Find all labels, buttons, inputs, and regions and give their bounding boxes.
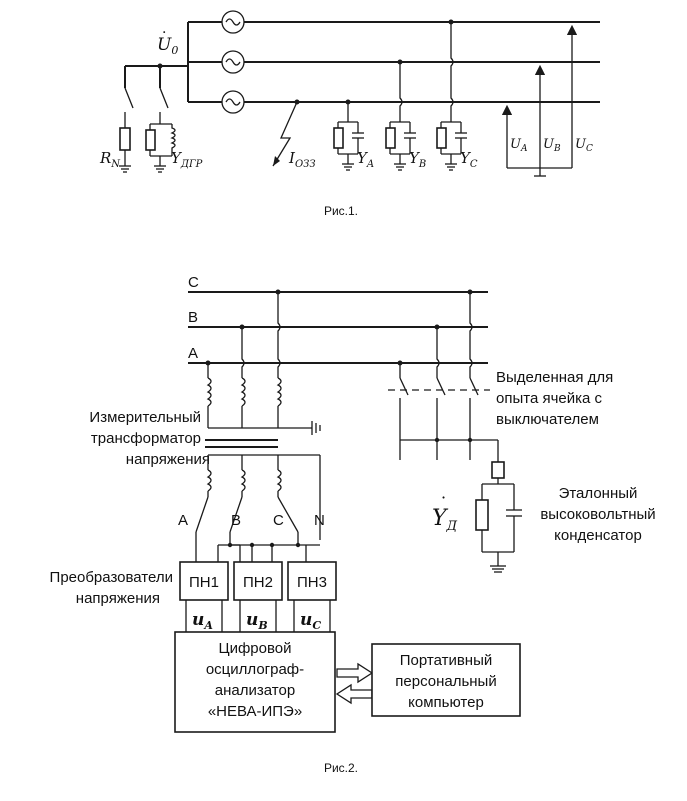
converter-pn1 [179, 561, 229, 601]
svg-text:напряжения: напряжения [76, 590, 160, 607]
phase-voltage-arrows [501, 24, 578, 177]
rn-branch [119, 66, 134, 173]
svg-text:Эталонный: Эталонный [559, 485, 638, 502]
rn-label: RN [99, 149, 121, 170]
ya-label: YA [357, 149, 374, 170]
arc-suppression-coil [170, 124, 176, 156]
svg-text:Преобразователи: Преобразователи [50, 569, 173, 586]
figure-2-caption: Рис.2. [324, 761, 358, 775]
figure-2-measurement-setup: C B A Измерительный тр [50, 274, 656, 775]
svg-text:ПН2: ПН2 [243, 574, 273, 591]
busbars [188, 291, 488, 364]
ua-label: UA [510, 137, 528, 154]
figure-1-caption: Рис.1. [324, 204, 358, 218]
converter-pn3 [287, 561, 337, 601]
phase-admittances [333, 19, 467, 171]
u-c-label: uC [300, 610, 321, 632]
svg-text:Выделенная для: Выделенная для [496, 369, 613, 386]
oscillograph-box [174, 631, 336, 733]
svg-text:компьютер: компьютер [408, 694, 484, 711]
figure-1-network-diagram: U0 · RN [99, 10, 600, 218]
uc-label: UC [575, 137, 593, 154]
pc-label: Портативный персональный компьютер [395, 652, 496, 711]
svg-text:трансформатор: трансформатор [91, 430, 201, 447]
vt-secondary [195, 454, 321, 562]
svg-text:Цифровой: Цифровой [218, 640, 291, 657]
converters-label: Преобразователи напряжения [50, 569, 173, 607]
svg-text:напряжения: напряжения [126, 451, 210, 468]
u0-label: U0 [157, 35, 178, 57]
u-a-label: uA [192, 610, 213, 632]
svg-text:Измерительный: Измерительный [89, 409, 201, 426]
converter-pn2 [233, 561, 283, 601]
voltage-converters: ПН1 ПН2 ПН3 [179, 561, 337, 632]
data-link-arrows [335, 662, 374, 705]
iozz-label: IОЗЗ [288, 149, 316, 170]
svg-text:·: · [441, 488, 446, 507]
svg-text:Портативный: Портативный [400, 652, 493, 669]
svg-text:«НЕВА-ИПЭ»: «НЕВА-ИПЭ» [208, 703, 302, 720]
u-b-label: uB [246, 610, 268, 632]
svg-text:персональный: персональный [395, 673, 496, 690]
yb-label: YB [409, 149, 426, 170]
capacitor-resistor [475, 499, 489, 531]
yd-label: YД [432, 506, 458, 534]
svg-text:конденсатор: конденсатор [554, 527, 642, 544]
bus-c-label: C [188, 274, 199, 291]
test-cell-label: Выделенная для опыта ячейка с выключател… [496, 369, 613, 428]
svg-text:анализатор: анализатор [215, 682, 295, 699]
capacitor-label: Эталонный высоковольтный конденсатор [540, 485, 655, 544]
svg-text:ПН1: ПН1 [189, 574, 219, 591]
vt-label: Измерительный трансформатор напряжения [89, 409, 210, 468]
vt-primary [205, 289, 321, 435]
svg-text:осциллограф-: осциллограф- [206, 661, 304, 678]
secondary-a-label: A [178, 512, 188, 529]
test-cell-switch [388, 289, 499, 462]
neutral-resistor [119, 127, 131, 151]
yc-label: YC [460, 149, 478, 170]
bus-b-label: B [188, 309, 198, 326]
svg-text:высоковольтный: высоковольтный [540, 506, 655, 523]
svg-text:ПН3: ПН3 [297, 574, 327, 591]
secondary-c-label: C [273, 512, 284, 529]
ground-fault [272, 99, 300, 167]
ub-label: UB [543, 137, 561, 154]
oscillograph-label: Цифровой осциллограф- анализатор «НЕВА-И… [206, 640, 304, 720]
portable-computer-box [371, 643, 521, 717]
svg-text:·: · [162, 25, 166, 41]
secondary-n-label: N [314, 512, 325, 529]
ydgr-branch [145, 66, 176, 173]
secondary-b-label: B [231, 512, 241, 529]
ydgr-label: YДГР [171, 149, 203, 170]
phase-lines [244, 21, 600, 103]
lightning-icon [272, 101, 298, 167]
reference-capacitor [475, 461, 522, 573]
phase-sources [187, 10, 245, 114]
svg-text:выключателем: выключателем [496, 411, 599, 428]
svg-text:опыта ячейка с: опыта ячейка с [496, 390, 603, 407]
bus-a-label: A [188, 345, 198, 362]
